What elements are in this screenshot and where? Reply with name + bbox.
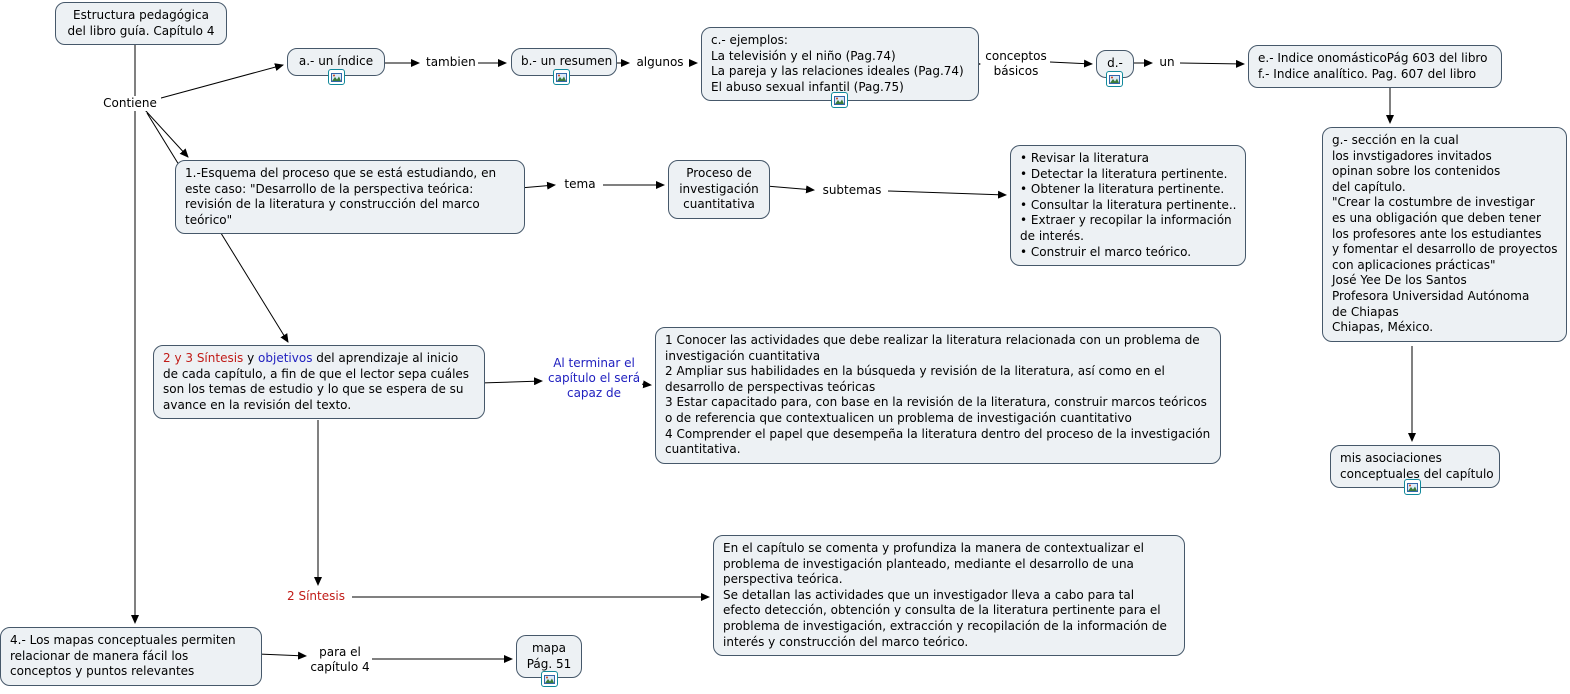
link-tambien[interactable]: tambien [424, 55, 476, 70]
concept-estructura-pedagogica[interactable]: Estructura pedagógica del libro guía. Ca… [55, 2, 227, 46]
edge-sintesis-to-alterminar [479, 377, 543, 386]
edge-contiene-to-indice [149, 63, 284, 102]
concept-sintesis-objetivos[interactable]: 2 y 3 Síntesis y objetivos del aprendiza… [153, 345, 485, 420]
list-item: • Detectar la literatura pertinente. [1020, 166, 1228, 181]
link-al-terminar[interactable]: Al terminar el capítulo el será capaz de [546, 356, 642, 401]
link-subtemas[interactable]: subtemas [818, 183, 886, 198]
picture-glyph [556, 72, 567, 82]
link-tema[interactable]: tema [558, 177, 602, 192]
edge-esquema-to-tema [519, 181, 556, 190]
link-2-sintesis[interactable]: 2 Síntesis [281, 589, 351, 604]
link-para-el-capitulo-4[interactable]: para el capítulo 4 [308, 645, 372, 675]
list-item: 4 Comprender el papel que desempeña la l… [665, 426, 1211, 457]
concept-actividades-literatura[interactable]: • Revisar la literatura• Detectar la lit… [1010, 145, 1247, 267]
link-algunos[interactable]: algunos [632, 55, 688, 70]
objetivos-blue-text: objetivos [258, 351, 313, 365]
edge-conceptos-to-d [1049, 59, 1093, 68]
sintesis-plain-text-2: del aprendizaje al inicio de cada capítu… [163, 351, 470, 412]
picture-glyph [331, 72, 342, 82]
image-resource-icon[interactable] [1404, 479, 1421, 495]
picture-glyph [1109, 74, 1120, 84]
list-item: • Extraer y recopilar la información de … [1020, 213, 1232, 243]
link-conceptos-basicos[interactable]: conceptos básicos [982, 49, 1050, 79]
list-item: 2 Ampliar sus habilidades en la búsqueda… [665, 364, 1165, 394]
concept-capitulo-comenta[interactable]: En el capítulo se comenta y profundiza l… [713, 535, 1185, 657]
concept-g-seccion[interactable]: g.- sección en la cual los invstigadores… [1322, 127, 1567, 342]
image-resource-icon[interactable] [1106, 71, 1123, 87]
concept-b-resumen[interactable]: b.- un resumen [511, 48, 617, 76]
list-item: • Obtener la literatura pertinente. [1020, 182, 1225, 197]
picture-glyph [1407, 482, 1418, 492]
list-item: 1 Conocer las actividades que debe reali… [665, 333, 1200, 363]
concept-ef-indices[interactable]: e.- Indice onomásticoPág 603 del libro f… [1248, 45, 1502, 89]
edge-un-to-indices [1179, 59, 1245, 68]
edge-contiene-to-esquema [144, 109, 189, 158]
concept-4-mapas-conceptuales[interactable]: 4.- Los mapas conceptuales permiten rela… [0, 627, 262, 686]
list-item: 3 Estar capacitado para, con base en la … [665, 395, 1207, 425]
image-resource-icon[interactable] [831, 92, 848, 108]
edge-proceso-to-subtemas [765, 185, 815, 194]
link-un[interactable]: un [1155, 55, 1179, 70]
image-resource-icon[interactable] [328, 69, 345, 85]
link-contiene[interactable]: Contiene [99, 96, 161, 111]
concept-1-esquema[interactable]: 1.-Esquema del proceso que se está estud… [175, 160, 525, 235]
edge-mapas-to-parael [257, 651, 307, 660]
picture-glyph [544, 674, 555, 684]
image-resource-icon[interactable] [541, 671, 558, 687]
list-item: • Revisar la literatura [1020, 151, 1150, 165]
sintesis-plain-text: y [247, 351, 259, 365]
concept-proceso-investigacion[interactable]: Proceso de investigación cuantitativa [668, 160, 770, 219]
concept-objetivos-lista[interactable]: 1 Conocer las actividades que debe reali… [655, 327, 1221, 464]
image-resource-icon[interactable] [553, 69, 570, 85]
list-item: • Consultar la literatura pertinente.. [1020, 197, 1237, 212]
concept-a-indice[interactable]: a.- un índice [287, 48, 385, 76]
concept-c-ejemplos[interactable]: c.- ejemplos: La televisión y el niño (P… [701, 27, 979, 102]
edge-subtemas-to-actividades [887, 190, 1007, 199]
sintesis-red-text: 2 y 3 Síntesis [163, 351, 248, 365]
list-item: • Construir el marco teórico. [1020, 244, 1192, 259]
picture-glyph [834, 95, 845, 105]
